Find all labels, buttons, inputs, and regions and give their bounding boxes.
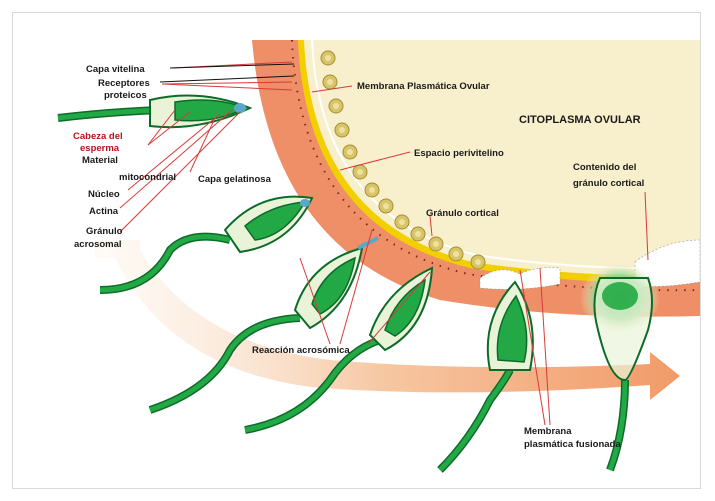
cortical-granule-core [347, 149, 353, 155]
label-granulo-acro-2: acrosomal [74, 239, 122, 250]
cortical-granule-core [433, 241, 439, 247]
label-membrana-fusionada-1: Membrana [524, 426, 572, 437]
cortical-granule-core [383, 203, 389, 209]
label-granulo-cortical: Gránulo cortical [426, 208, 499, 219]
label-cabeza-1: Cabeza del [73, 131, 123, 142]
cortical-granule-core [453, 251, 459, 257]
sperm-1 [58, 96, 250, 128]
cortical-granule-core [325, 55, 331, 61]
label-citoplasma: CITOPLASMA OVULAR [519, 114, 641, 126]
label-material-1: Material [82, 155, 118, 166]
label-espacio-perivitelino: Espacio perivitelino [414, 148, 504, 159]
label-contenido-1: Contenido del [573, 162, 636, 173]
cortical-granule-core [369, 187, 375, 193]
label-cabeza-2: esperma [80, 143, 120, 154]
label-capa-vitelina: Capa vitelina [86, 64, 145, 75]
cortical-granule-core [339, 127, 345, 133]
cortical-granule-core [399, 219, 405, 225]
cortical-granule-core [415, 231, 421, 237]
label-granulo-acro-1: Gránulo [86, 226, 123, 237]
label-nucleo: Núcleo [88, 189, 120, 200]
cortical-granule-core [327, 79, 333, 85]
label-contenido-2: gránulo cortical [573, 178, 644, 189]
cortical-granule-core [475, 259, 481, 265]
label-actina: Actina [89, 206, 119, 217]
label-material-2: mitocondrial [119, 172, 176, 183]
label-receptores-2: proteicos [104, 90, 147, 101]
label-membrana-fusionada-2: plasmática fusionada [524, 439, 621, 450]
label-receptores-1: Receptores [98, 78, 150, 89]
cortical-granule-core [333, 103, 339, 109]
cortical-granule-core [357, 169, 363, 175]
label-reaccion: Reacción acrosómica [252, 345, 350, 356]
label-capa-gelatinosa: Capa gelatinosa [198, 174, 272, 185]
label-membrana-ovular: Membrana Plasmática Ovular [357, 81, 490, 92]
